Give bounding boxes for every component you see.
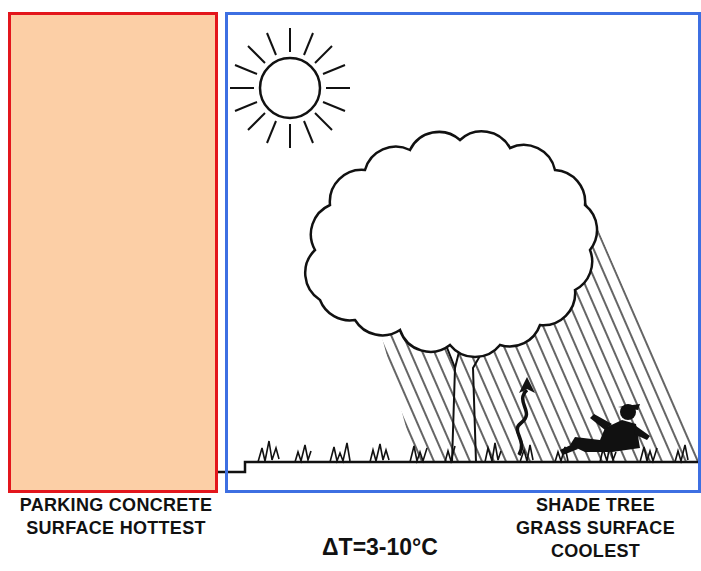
sun-ray <box>304 121 313 143</box>
person-foot <box>560 443 578 455</box>
tree-canopy <box>305 131 597 357</box>
sun-ray <box>235 102 257 111</box>
tail-curve <box>517 390 527 455</box>
sun-ray <box>315 46 332 63</box>
person-hat <box>618 404 640 410</box>
sun-ray <box>230 87 254 89</box>
caption-group: SHADE TREE GRASS SURFACE COOLEST <box>503 494 688 563</box>
ground-line <box>218 462 701 472</box>
concrete-parking-box: PARKING CONCRETE SURFACE HOTTEST <box>8 12 218 493</box>
sun-symbol <box>230 28 350 148</box>
sun-rays <box>230 28 350 148</box>
caption-group: PARKING CONCRETE SURFACE HOTTEST <box>0 494 251 540</box>
sun-disc <box>260 58 320 118</box>
sun-ray <box>235 65 257 74</box>
sun-ray <box>289 28 291 52</box>
surface-label: PARKING CONCRETE SURFACE HOTTEST <box>0 494 251 540</box>
sun-ray <box>267 121 276 143</box>
sun-ray <box>289 124 291 148</box>
sun-ray <box>267 33 276 55</box>
temperature-difference: ΔT=3-10°C <box>290 533 470 561</box>
sun-ray <box>315 113 332 130</box>
shade-tree-box: SHADE TREE GRASS SURFACE COOLEST <box>225 12 701 493</box>
sun-ray <box>326 87 350 89</box>
sun-ray <box>323 102 345 111</box>
surface-label: SHADE TREE GRASS SURFACE COOLEST <box>503 494 688 563</box>
sun-ray <box>323 65 345 74</box>
devil-tail-figure <box>517 377 535 455</box>
sun-ray <box>248 46 265 63</box>
person-arm <box>634 426 650 440</box>
person-arm <box>590 414 612 430</box>
sun-ray <box>248 113 265 130</box>
reclining-person <box>560 404 650 455</box>
sun-ray <box>304 33 313 55</box>
